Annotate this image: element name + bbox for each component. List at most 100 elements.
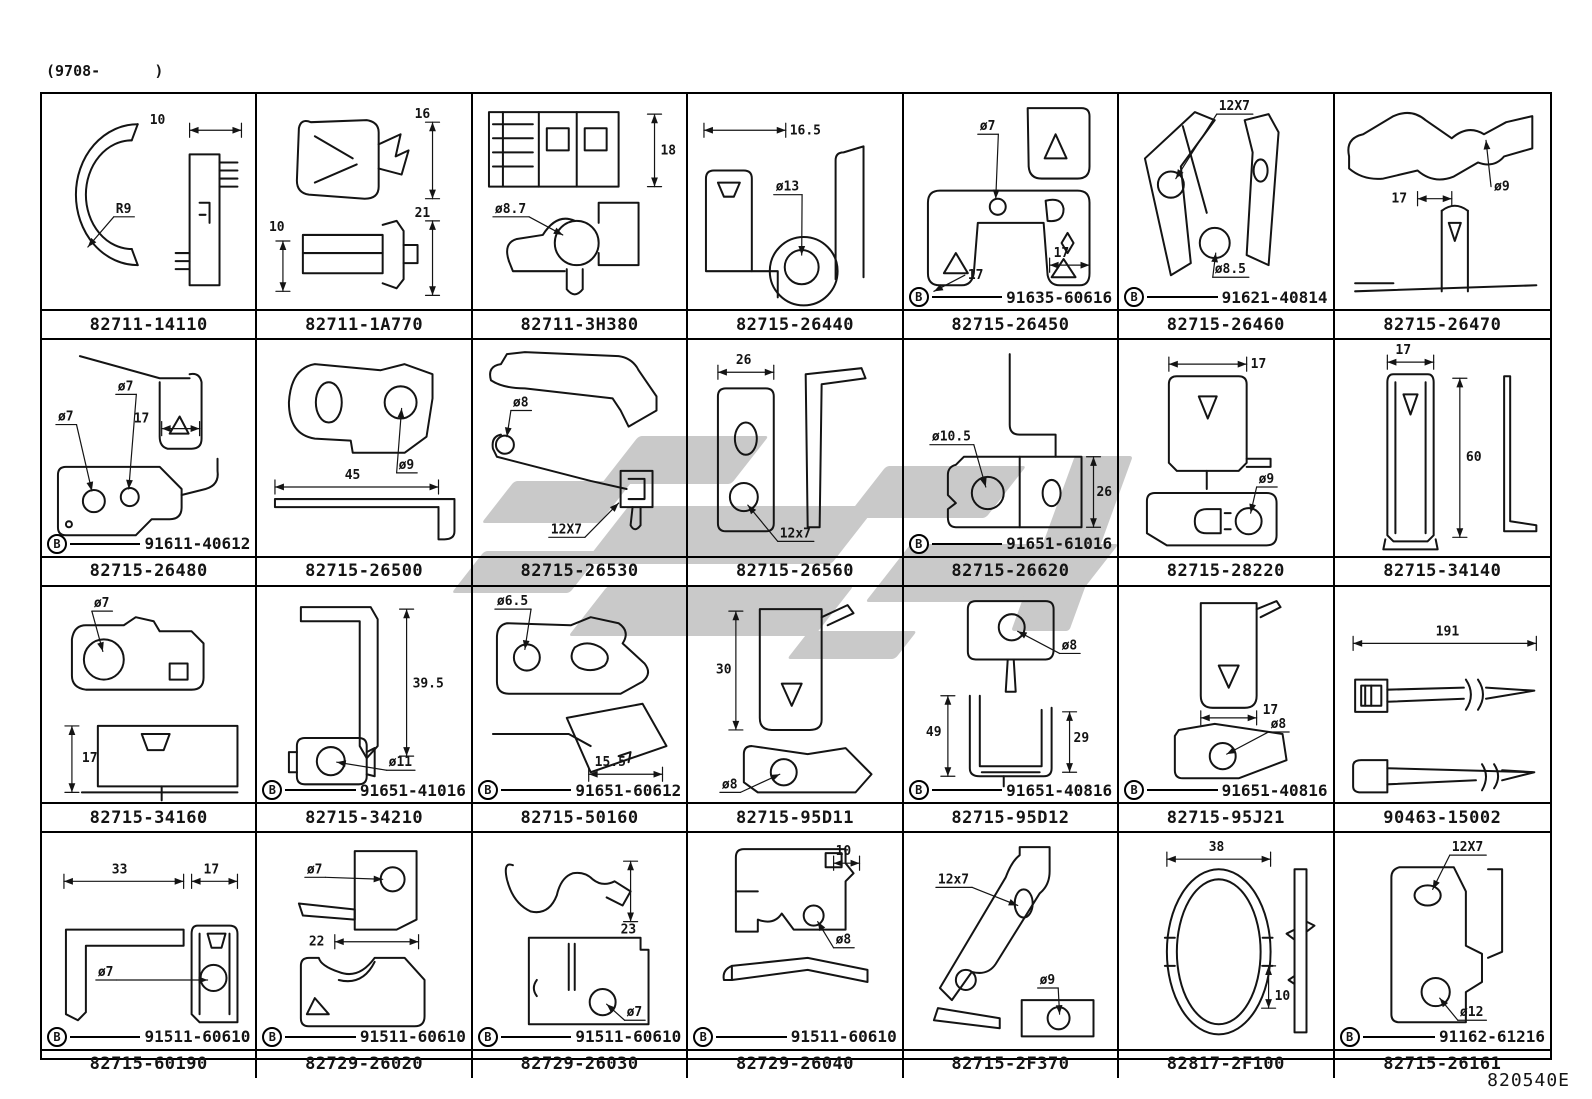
part-drawing: 39.5 ø11 B 91651-41016 xyxy=(257,587,470,802)
svg-text:17: 17 xyxy=(1251,358,1267,373)
part-drawing-svg: 39.5 ø11 xyxy=(288,606,444,786)
part-number-label: 82715-26440 xyxy=(688,309,902,338)
fastener-part-number: 91651-40816 xyxy=(1006,780,1113,800)
svg-text:ø6.5: ø6.5 xyxy=(497,594,528,609)
fastener-part-number: 91511-60610 xyxy=(575,1027,682,1047)
page-date-code: (9708- ) xyxy=(46,62,164,80)
b-symbol-icon: B xyxy=(47,1026,67,1047)
part-number-label: 82715-26161 xyxy=(1334,1048,1550,1078)
part-number-label: 82711-1A770 xyxy=(257,309,471,338)
part-number-label: 82715-26530 xyxy=(472,555,687,585)
part-number-label: 82711-3H380 xyxy=(472,309,687,338)
svg-text:10: 10 xyxy=(150,113,166,128)
b-symbol-icon: B xyxy=(262,1026,283,1047)
part-number-label: 82715-26450 xyxy=(903,309,1118,338)
part-drawing: 191 xyxy=(1335,587,1550,802)
b-symbol-icon: B xyxy=(1124,287,1145,308)
svg-text:23: 23 xyxy=(620,923,636,938)
b-symbol-icon: B xyxy=(262,780,283,801)
svg-text:ø8.5: ø8.5 xyxy=(1215,262,1246,277)
svg-text:ø8.7: ø8.7 xyxy=(495,202,526,217)
part-number-label: 82711-14110 xyxy=(42,309,256,338)
part-drawing: 26 12x7 xyxy=(688,340,901,555)
svg-text:39.5: 39.5 xyxy=(413,676,444,691)
svg-text:21: 21 xyxy=(415,206,431,221)
svg-text:17: 17 xyxy=(1053,246,1069,261)
fastener-part-row: B 91651-60612 xyxy=(477,779,681,801)
part-number-label: 82715-26500 xyxy=(257,555,471,585)
b-symbol-icon: B xyxy=(1339,1026,1360,1047)
part-number-label: 82715-34210 xyxy=(257,802,471,831)
svg-text:ø11: ø11 xyxy=(389,755,413,770)
leader-line xyxy=(1147,789,1218,792)
part-drawing: 38 10 xyxy=(1119,833,1332,1048)
part-number-label: 82715-28220 xyxy=(1119,555,1333,585)
part-number-label: 82715-26560 xyxy=(688,555,902,585)
b-symbol-icon: B xyxy=(477,1026,498,1047)
part-number-label: 82715-95D12 xyxy=(903,802,1118,831)
svg-text:12x7: 12x7 xyxy=(780,527,811,542)
part-number-label: 82715-50160 xyxy=(472,802,687,831)
fastener-part-row: B 91635-60616 xyxy=(908,286,1112,308)
fastener-part-number: 91511-60610 xyxy=(144,1027,251,1047)
svg-text:29: 29 xyxy=(1073,731,1089,746)
part-number-label: 82715-26470 xyxy=(1334,309,1550,338)
svg-text:26: 26 xyxy=(736,354,752,369)
part-number-label: 82729-26030 xyxy=(472,1048,687,1078)
fastener-part-row: B 91651-40816 xyxy=(908,779,1113,801)
part-number-label: 82729-26020 xyxy=(257,1048,471,1078)
fastener-part-number: 91621-40814 xyxy=(1221,287,1328,307)
svg-text:38: 38 xyxy=(1209,840,1225,855)
catalog-cell: 38 10 82817-2F100 xyxy=(1119,833,1335,1078)
fastener-part-number: 91511-60610 xyxy=(790,1027,897,1047)
svg-text:10: 10 xyxy=(836,844,852,859)
fastener-part-row: B 91611-40612 xyxy=(47,533,250,555)
svg-text:10: 10 xyxy=(1275,989,1291,1004)
part-number-label: 82715-34140 xyxy=(1334,555,1550,585)
svg-text:12X7: 12X7 xyxy=(551,523,582,538)
leader-line xyxy=(931,789,1003,792)
fastener-part-row: B 91651-61016 xyxy=(908,533,1112,555)
svg-text:ø8: ø8 xyxy=(836,933,852,948)
part-number-label: 82715-34160 xyxy=(42,802,256,831)
svg-text:17: 17 xyxy=(82,751,98,766)
fastener-part-number: 91162-61216 xyxy=(1439,1027,1545,1047)
svg-text:49: 49 xyxy=(926,725,942,740)
svg-text:ø9: ø9 xyxy=(399,458,415,473)
fastener-part-number: 91651-41016 xyxy=(359,780,466,800)
part-drawing-svg: ø6.515.5 xyxy=(491,594,668,782)
part-number-label: 82729-26040 xyxy=(688,1048,902,1078)
svg-text:33: 33 xyxy=(112,863,128,878)
leader-line xyxy=(931,296,1003,299)
part-number-label: 82817-2F100 xyxy=(1119,1048,1333,1078)
